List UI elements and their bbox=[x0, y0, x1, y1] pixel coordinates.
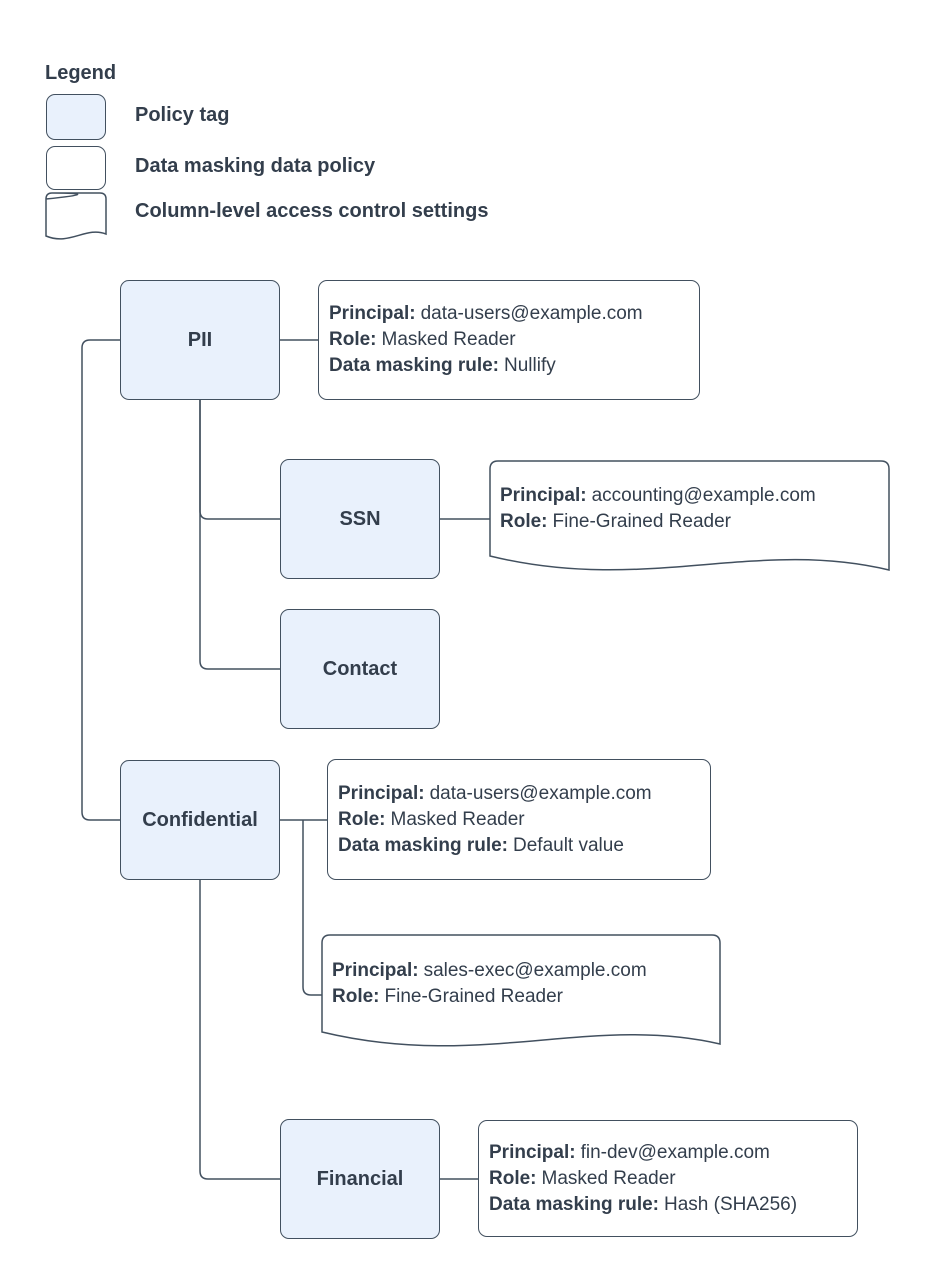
policy-line-label: Data masking rule: bbox=[489, 1193, 659, 1215]
policy-line-value: Nullify bbox=[504, 355, 556, 376]
policy-line-value: accounting@example.com bbox=[591, 485, 816, 506]
policy-line: Role:Fine-Grained Reader bbox=[332, 984, 708, 1010]
policy-line-value: Hash (SHA256) bbox=[664, 1193, 798, 1215]
masking-policy-confidential: Principal:data-users@example.com Role:Ma… bbox=[327, 759, 711, 880]
policy-line: Role:Masked Reader bbox=[338, 807, 702, 833]
data-policy-swatch bbox=[46, 146, 106, 190]
policy-line-value: sales-exec@example.com bbox=[423, 959, 647, 981]
connector-confidential-financial bbox=[199, 880, 280, 1180]
connector-pii-ssn bbox=[199, 400, 280, 520]
node-label: SSN bbox=[339, 507, 381, 530]
policy-tag-contact: Contact bbox=[280, 609, 440, 729]
legend-item-label-policy-tag: Policy tag bbox=[135, 104, 230, 126]
policy-line-label: Principal: bbox=[338, 782, 425, 804]
policy-tag-confidential: Confidential bbox=[120, 760, 280, 880]
policy-tag-swatch bbox=[46, 94, 106, 140]
policy-line: Principal:sales-exec@example.com bbox=[332, 958, 708, 984]
policy-line: Data masking rule:Default value bbox=[338, 833, 702, 859]
connector-confidential-sales-acl bbox=[302, 820, 322, 996]
acl-doc-shape-sales bbox=[321, 934, 721, 1047]
legend-title: Legend bbox=[45, 62, 117, 84]
policy-line-label: Principal: bbox=[329, 303, 416, 324]
acl-doc-swatch bbox=[45, 192, 107, 240]
acl-doc-shape-ssn bbox=[489, 460, 890, 571]
policy-line: Data masking rule:Hash (SHA256) bbox=[489, 1192, 849, 1218]
policy-line-label: Principal: bbox=[489, 1141, 576, 1163]
masking-policy-pii: Principal:data-users@example.com Role:Ma… bbox=[318, 280, 700, 400]
policy-line: Principal:data-users@example.com bbox=[329, 301, 691, 327]
policy-tag-ssn: SSN bbox=[280, 459, 440, 579]
policy-line-value: Fine-Grained Reader bbox=[552, 511, 731, 532]
acl-settings-ssn: Principal:accounting@example.com Role:Fi… bbox=[490, 461, 885, 557]
legend-item-label-data-policy: Data masking data policy bbox=[135, 155, 376, 177]
policy-tag-pii: PII bbox=[120, 280, 280, 400]
policy-line-label: Role: bbox=[332, 985, 380, 1007]
node-label: PII bbox=[187, 328, 213, 351]
policy-line-value: data-users@example.com bbox=[429, 782, 652, 804]
policy-line-label: Principal: bbox=[500, 485, 587, 506]
policy-line-value: data-users@example.com bbox=[420, 303, 643, 324]
policy-line-label: Data masking rule: bbox=[338, 834, 508, 856]
policy-line: Principal:fin-dev@example.com bbox=[489, 1140, 849, 1166]
policy-line-label: Principal: bbox=[332, 959, 419, 981]
policy-line: Principal:accounting@example.com bbox=[500, 483, 877, 509]
policy-line-value: Default value bbox=[513, 834, 624, 856]
policy-line: Data masking rule:Nullify bbox=[329, 353, 691, 379]
connector-pii-confidential bbox=[81, 339, 120, 821]
policy-line-label: Role: bbox=[489, 1167, 537, 1189]
legend-item-label-acl: Column-level access control settings bbox=[135, 200, 489, 222]
connector-pii-contact bbox=[199, 400, 280, 670]
node-label: Confidential bbox=[142, 808, 258, 831]
policy-tag-financial: Financial bbox=[280, 1119, 440, 1239]
node-label: Financial bbox=[316, 1167, 404, 1190]
policy-line-value: Masked Reader bbox=[390, 808, 525, 830]
masking-policy-financial: Principal:fin-dev@example.com Role:Maske… bbox=[478, 1120, 858, 1237]
policy-line: Principal:data-users@example.com bbox=[338, 781, 702, 807]
policy-line-label: Role: bbox=[329, 329, 377, 350]
policy-line-value: fin-dev@example.com bbox=[580, 1141, 770, 1163]
policy-line-value: Masked Reader bbox=[381, 329, 516, 350]
policy-line-label: Data masking rule: bbox=[329, 355, 499, 376]
policy-line-label: Role: bbox=[500, 511, 548, 532]
policy-line: Role:Masked Reader bbox=[329, 327, 691, 353]
policy-line-label: Role: bbox=[338, 808, 386, 830]
policy-line: Role:Fine-Grained Reader bbox=[500, 509, 877, 535]
policy-line-value: Masked Reader bbox=[541, 1167, 676, 1189]
policy-line-value: Fine-Grained Reader bbox=[384, 985, 563, 1007]
policy-line: Role:Masked Reader bbox=[489, 1166, 849, 1192]
acl-settings-sales: Principal:sales-exec@example.com Role:Fi… bbox=[322, 935, 716, 1032]
node-label: Contact bbox=[322, 657, 398, 680]
